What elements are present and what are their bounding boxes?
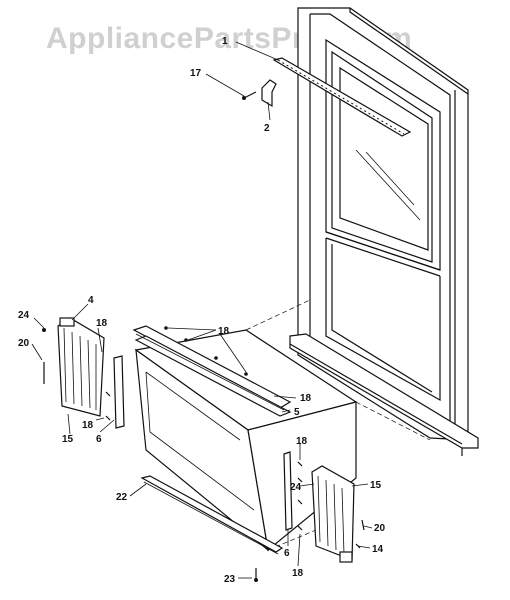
top-rail-5 [132, 325, 292, 417]
callout-4: 4 [88, 295, 94, 306]
bottom-rail-22 [140, 475, 284, 555]
right-strip-6 [283, 451, 303, 531]
callout-18-rail-end: 18 [300, 393, 312, 404]
callout-1: 1 [222, 36, 228, 47]
callout-15-left: 15 [62, 434, 74, 445]
screw-23 [254, 568, 258, 582]
top-gasket-strip [272, 57, 412, 137]
screw-20-right [361, 519, 365, 531]
callout-15-right: 15 [370, 480, 382, 491]
callout-18-right-bottom: 18 [292, 568, 304, 579]
callout-20-left: 20 [18, 338, 30, 349]
callout-18-top-rail: 18 [218, 326, 230, 337]
callout-22: 22 [116, 492, 128, 503]
left-strip-6 [105, 355, 125, 429]
callout-24-right: 24 [290, 482, 302, 493]
screw-17 [242, 91, 257, 100]
left-side-curtain [42, 317, 105, 417]
callout-23: 23 [224, 574, 236, 585]
mounting-bracket [261, 79, 277, 108]
right-side-curtain [311, 465, 355, 563]
callout-18-left-top: 18 [96, 318, 108, 329]
window-frame [289, 7, 479, 456]
callout-labels: 1 17 2 24 4 18 20 15 18 6 18 18 5 18 22 … [18, 36, 386, 585]
callout-24-left: 24 [18, 310, 30, 321]
callout-6-right: 6 [284, 548, 290, 559]
callout-18-left-bottom: 18 [82, 420, 94, 431]
callout-5: 5 [294, 407, 300, 418]
callout-6-left: 6 [96, 434, 102, 445]
callout-18-right-top: 18 [296, 436, 308, 447]
callout-17: 17 [190, 68, 202, 79]
callout-2: 2 [264, 123, 270, 134]
leader-lines [31, 41, 373, 579]
callout-14: 14 [372, 544, 384, 555]
callout-20-right: 20 [374, 523, 386, 534]
